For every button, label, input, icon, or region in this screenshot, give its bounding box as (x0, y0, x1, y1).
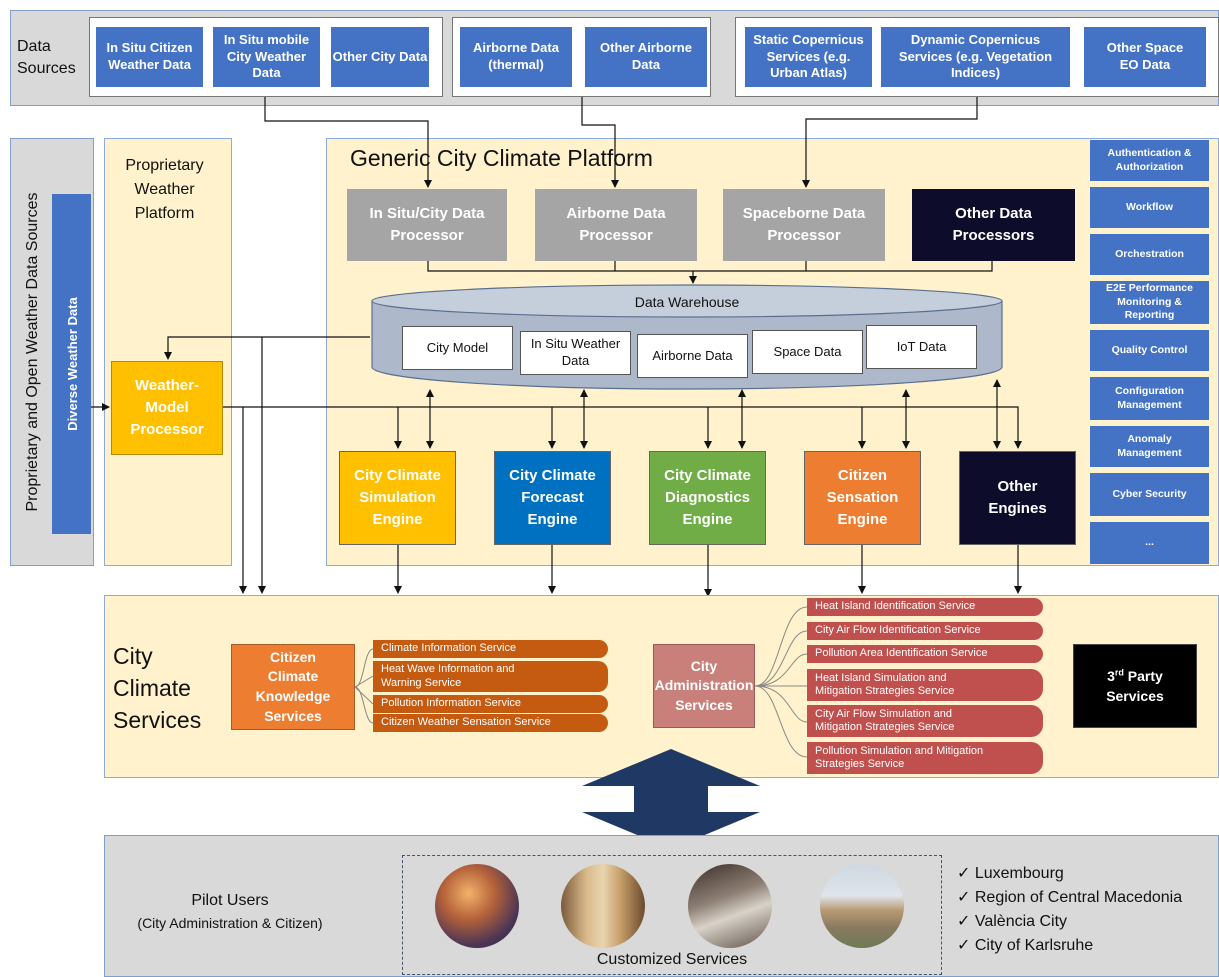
engine-other: Other Engines (959, 451, 1076, 545)
city-administration-services: City Administration Services (653, 644, 755, 728)
warehouse-in-situ: In Situ Weather Data (520, 331, 631, 375)
source-airborne-thermal: Airborne Data (thermal) (460, 27, 572, 87)
weather-model-processor: Weather-Model Processor (111, 361, 223, 455)
services-label: City Climate Services (113, 643, 202, 734)
customized-services-box (402, 855, 942, 975)
processor-spaceborne: Spaceborne Data Processor (723, 189, 885, 261)
side-workflow: Workflow (1090, 187, 1209, 228)
processor-in-situ: In Situ/City Data Processor (347, 189, 507, 261)
warehouse-city-model: City Model (402, 326, 513, 370)
admin-service-heat-island-sim: Heat Island Simulation and Mitigation St… (807, 669, 1043, 701)
engine-forecast: City Climate Forecast Engine (494, 451, 611, 545)
source-dynamic-copernicus: Dynamic Copernicus Services (e.g. Vegeta… (881, 27, 1070, 87)
warehouse-airborne: Airborne Data (637, 334, 748, 378)
source-other-city: Other City Data (331, 27, 429, 87)
check-icon: ✓ (957, 913, 975, 930)
source-in-situ-mobile: In Situ mobile City Weather Data (213, 27, 320, 87)
admin-service-air-flow-id: City Air Flow Identification Service (807, 622, 1043, 640)
pilot-users-sublabel: (City Administration & Citizen) (137, 915, 323, 931)
citizen-service-heat-wave: Heat Wave Information and Warning Servic… (373, 661, 608, 692)
engine-simulation: City Climate Simulation Engine (339, 451, 456, 545)
side-configuration: Configuration Management (1090, 377, 1209, 420)
processor-airborne: Airborne Data Processor (535, 189, 697, 261)
admin-service-air-flow-sim: City Air Flow Simulation and Mitigation … (807, 705, 1043, 737)
source-other-space: Other Space EO Data (1084, 27, 1206, 87)
processor-other: Other Data Processors (912, 189, 1075, 261)
pilot-city-name: City of Karlsruhe (974, 937, 1094, 954)
pilot-users-label: Pilot Users (191, 892, 269, 909)
pilot-city-item: ✓ Region of Central Macedonia (957, 887, 1219, 911)
check-icon: ✓ (957, 865, 975, 882)
customized-services-label: Customized Services (596, 951, 748, 968)
admin-service-heat-island-id: Heat Island Identification Service (807, 598, 1043, 616)
citizen-knowledge-services: Citizen Climate Knowledge Services (231, 644, 355, 730)
pilot-city-item: ✓ City of Karlsruhe (957, 935, 1219, 959)
pilot-city-item: ✓ València City (957, 911, 1219, 935)
side-quality-control: Quality Control (1090, 330, 1209, 371)
check-icon: ✓ (957, 889, 975, 906)
source-static-copernicus: Static Copernicus Services (e.g. Urban A… (745, 27, 872, 87)
pilot-city-item: ✓ Luxembourg (957, 863, 1219, 887)
side-authentication: Authentication & Authorization (1090, 140, 1209, 181)
data-sources-label: Data Sources (17, 38, 76, 77)
pilot-city-name: Region of Central Macedonia (974, 889, 1183, 906)
citizen-service-sensation: Citizen Weather Sensation Service (373, 714, 608, 732)
admin-service-pollution-area: Pollution Area Identification Service (807, 645, 1043, 663)
warehouse-space: Space Data (752, 330, 863, 374)
side-anomaly: Anomaly Management (1090, 426, 1209, 467)
side-more: ... (1090, 522, 1209, 564)
pilot-city-name: València City (974, 913, 1068, 930)
citizen-service-pollution: Pollution Information Service (373, 695, 608, 713)
pilot-city-name: Luxembourg (974, 865, 1064, 882)
platform-title: Generic City Climate Platform (350, 145, 653, 171)
admin-service-pollution-sim: Pollution Simulation and Mitigation Stra… (807, 742, 1043, 774)
pilot-city-list: ✓ Luxembourg ✓ Region of Central Macedon… (957, 863, 1219, 973)
photo-karlsruhe-palace (820, 864, 904, 948)
photo-valencia-street (688, 864, 772, 948)
check-icon: ✓ (957, 937, 975, 954)
engine-diagnostics: City Climate Diagnostics Engine (649, 451, 766, 545)
diverse-weather-box (52, 194, 91, 534)
data-warehouse-title: Data Warehouse (634, 294, 740, 310)
citizen-service-climate-info: Climate Information Service (373, 640, 608, 658)
side-e2e-monitoring: E2E Performance Monitoring & Reporting (1090, 281, 1209, 324)
photo-luxembourg (435, 864, 519, 948)
source-other-airborne: Other Airborne Data (585, 27, 707, 87)
warehouse-iot: IoT Data (866, 325, 977, 369)
pilot-panel (104, 835, 1219, 977)
engine-sensation: Citizen Sensation Engine (804, 451, 921, 545)
photo-thessaloniki-street (561, 864, 645, 948)
side-orchestration: Orchestration (1090, 234, 1209, 275)
source-in-situ-citizen: In Situ Citizen Weather Data (96, 27, 203, 87)
proprietary-platform-title: Proprietary Weather Platform (125, 157, 204, 222)
side-cyber-security: Cyber Security (1090, 473, 1209, 516)
